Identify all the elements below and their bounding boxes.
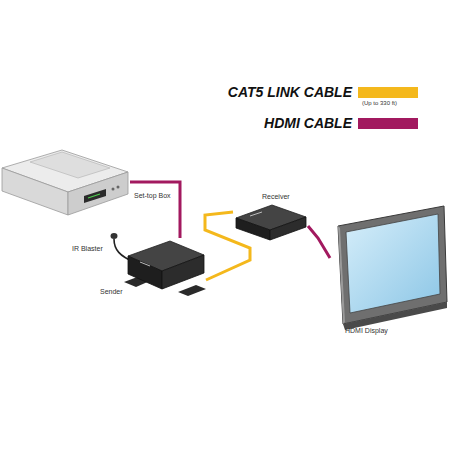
sender-drawing [124,241,206,296]
legend-text: CAT5 LINK CABLE [228,84,352,100]
device-label: Receiver [262,193,290,201]
legend-row: HDMI CABLE [264,115,418,131]
hdmi-cable [130,182,180,238]
device-label: HDMI Display [345,327,388,335]
device-label: Set-top Box [134,192,171,200]
legend-swatch [358,87,418,98]
hdmi-display-drawing [338,206,447,330]
sender-unit: Sender [122,238,206,292]
hdmi-display: HDMI Display [330,205,448,325]
legend-swatch [358,118,418,129]
set-top-box-drawing [2,150,128,215]
device-label: Sender [100,288,123,296]
receiver-drawing [236,205,306,240]
hdmi-cable [308,226,330,258]
set-top-box: Set-top Box [0,148,130,216]
legend-text: HDMI CABLE [264,115,352,131]
ir-blaster-label: IR Blaster [72,245,103,253]
receiver-unit: Receiver [233,203,308,240]
legend-row: CAT5 LINK CABLE [228,84,418,100]
cable-length-note: (Up to 330 ft) [362,100,397,107]
